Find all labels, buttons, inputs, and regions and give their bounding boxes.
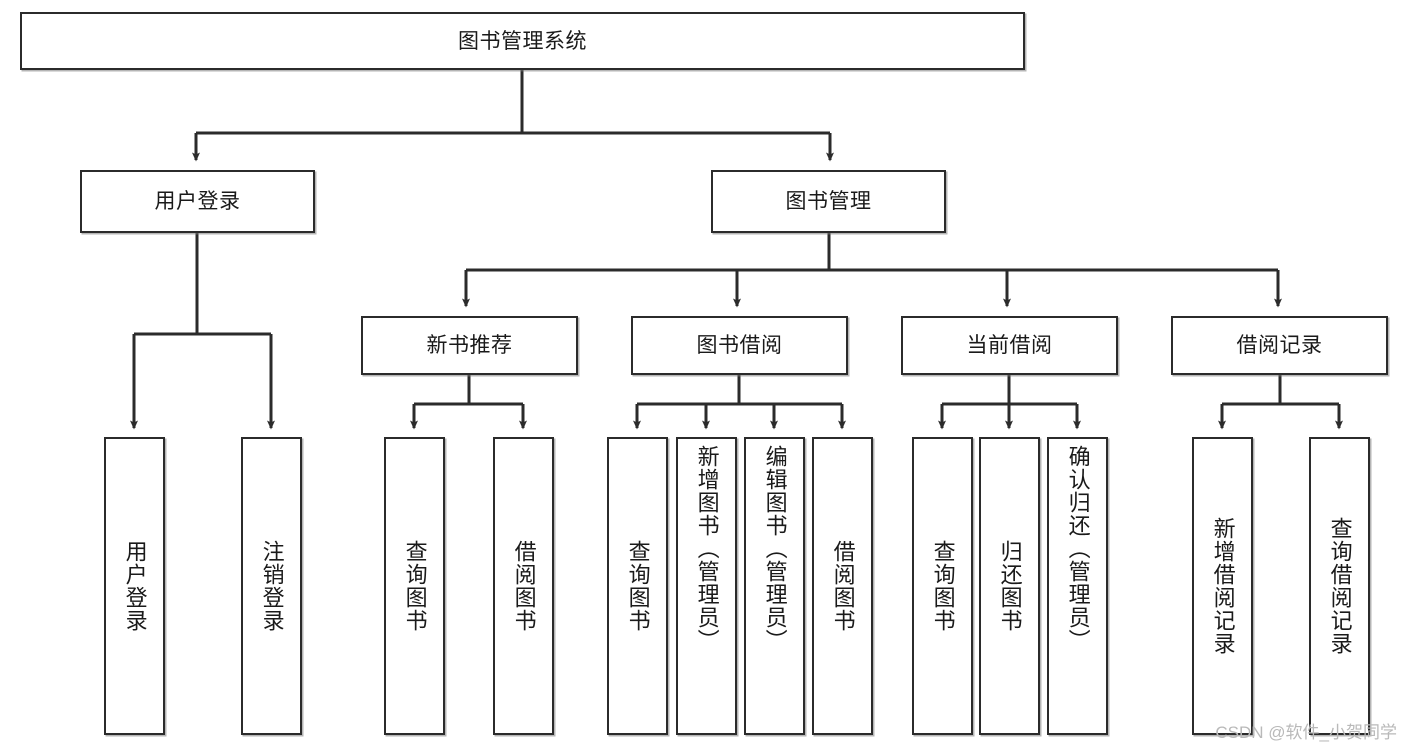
node-book-borrow[interactable]: 图书借阅: [631, 316, 848, 375]
node-root-label: 图书管理系统: [458, 29, 587, 53]
node-leaf-query-book-1[interactable]: 查询图书: [384, 437, 445, 735]
node-leaf-add-book[interactable]: 新增图书（管理员）: [676, 437, 737, 735]
node-leaf-user-login[interactable]: 用户登录: [104, 437, 165, 735]
node-user-login[interactable]: 用户登录: [80, 170, 315, 233]
node-current-borrow-label: 当前借阅: [966, 334, 1053, 357]
node-leaf-user-login-label: 用户登录: [122, 540, 148, 632]
node-leaf-query-book-2[interactable]: 查询图书: [607, 437, 668, 735]
node-leaf-query-book-2-label: 查询图书: [625, 540, 651, 632]
node-leaf-confirm-return[interactable]: 确认归还（管理员）: [1047, 437, 1108, 735]
node-leaf-query-record-label: 查询借阅记录: [1327, 517, 1353, 655]
node-leaf-add-book-label: 新增图书（管理员）: [694, 445, 720, 652]
node-leaf-return-book[interactable]: 归还图书: [979, 437, 1040, 735]
node-leaf-query-book-3-label: 查询图书: [930, 540, 956, 632]
node-leaf-return-book-label: 归还图书: [997, 540, 1023, 632]
node-leaf-borrow-book-1[interactable]: 借阅图书: [493, 437, 554, 735]
node-user-login-label: 用户登录: [154, 190, 241, 213]
node-current-borrow[interactable]: 当前借阅: [901, 316, 1118, 375]
node-new-book-recommend[interactable]: 新书推荐: [361, 316, 578, 375]
node-leaf-edit-book-label: 编辑图书（管理员）: [762, 445, 788, 652]
node-root[interactable]: 图书管理系统: [20, 12, 1025, 70]
node-leaf-user-logout-label: 注销登录: [259, 540, 285, 632]
node-leaf-confirm-return-label: 确认归还（管理员）: [1065, 445, 1091, 652]
node-book-management-label: 图书管理: [785, 190, 872, 213]
node-leaf-edit-book[interactable]: 编辑图书（管理员）: [744, 437, 805, 735]
node-new-book-recommend-label: 新书推荐: [426, 334, 513, 357]
node-leaf-borrow-book-1-label: 借阅图书: [511, 540, 537, 632]
node-leaf-add-record-label: 新增借阅记录: [1210, 517, 1236, 655]
node-book-management[interactable]: 图书管理: [711, 170, 946, 233]
node-leaf-user-logout[interactable]: 注销登录: [241, 437, 302, 735]
node-leaf-borrow-book-2[interactable]: 借阅图书: [812, 437, 873, 735]
node-borrow-record[interactable]: 借阅记录: [1171, 316, 1388, 375]
node-leaf-add-record[interactable]: 新增借阅记录: [1192, 437, 1253, 735]
node-leaf-query-book-1-label: 查询图书: [402, 540, 428, 632]
node-leaf-borrow-book-2-label: 借阅图书: [830, 540, 856, 632]
node-book-borrow-label: 图书借阅: [696, 334, 783, 357]
node-leaf-query-record[interactable]: 查询借阅记录: [1309, 437, 1370, 735]
node-borrow-record-label: 借阅记录: [1236, 334, 1323, 357]
node-leaf-query-book-3[interactable]: 查询图书: [912, 437, 973, 735]
